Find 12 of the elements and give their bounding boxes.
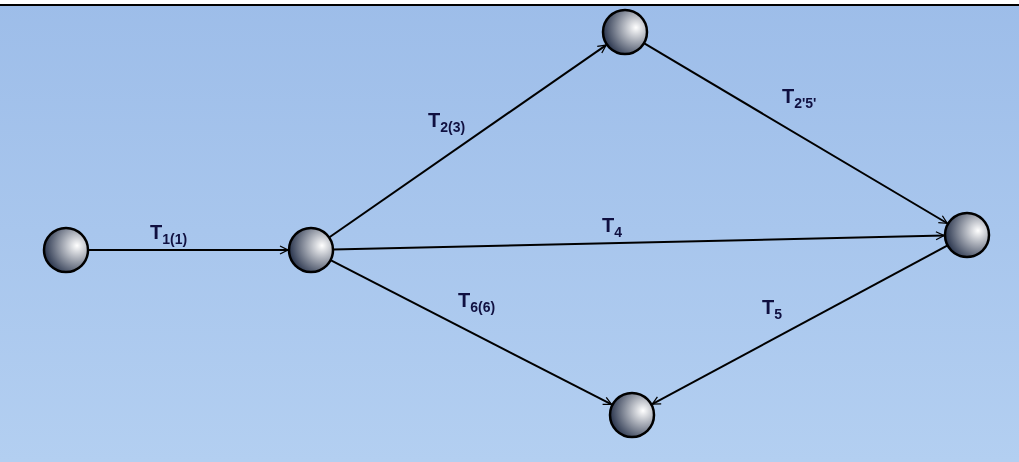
arrow [329, 259, 613, 406]
arrow [328, 44, 608, 239]
arrow [332, 231, 945, 251]
edge-label: T$_{5}$ [762, 297, 782, 321]
edge-label: T$_{6(6)}$ [458, 290, 496, 314]
arrow [651, 244, 949, 406]
arrow [642, 42, 949, 225]
edge-label: T$_{2(3)}$ [428, 110, 466, 134]
edge-label: T$_{1(1)}$ [150, 222, 188, 246]
edge-label: T$_{4}$ [602, 215, 622, 239]
edge-label: T$_{2'5'}$ [782, 86, 817, 110]
arrow [87, 245, 289, 255]
